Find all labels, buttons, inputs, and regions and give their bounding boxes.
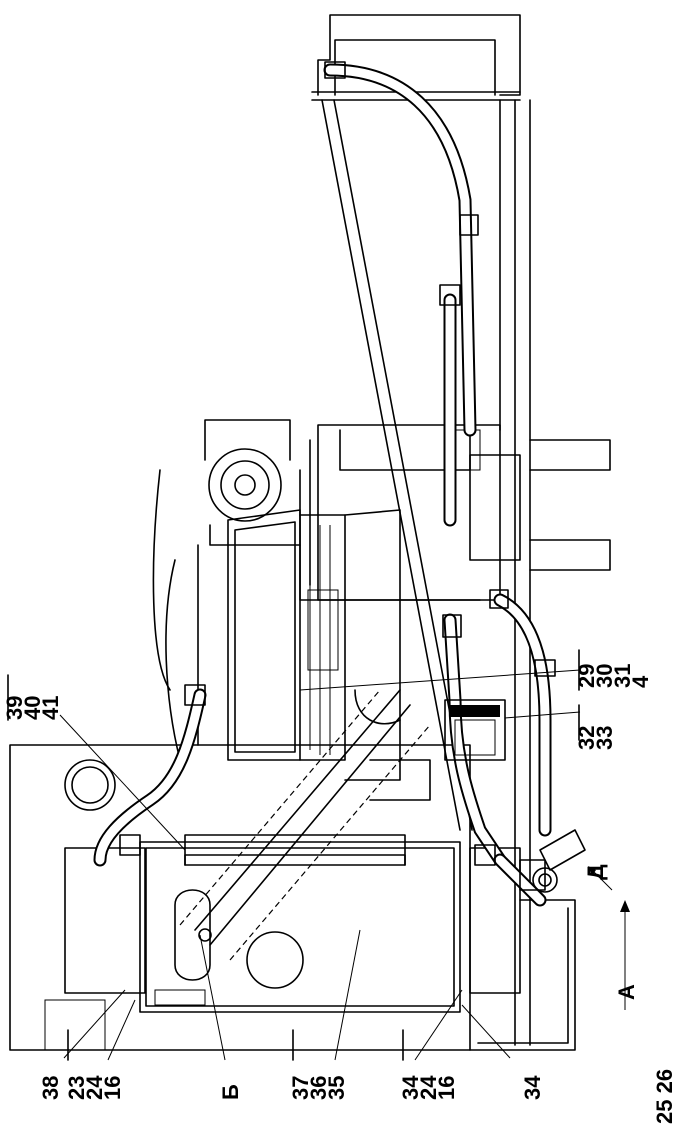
callout-16: 16: [100, 1076, 125, 1100]
callout-b: Б: [218, 1084, 243, 1100]
callout-39: 39: [2, 696, 27, 720]
leader-lines: [59, 669, 626, 1061]
callout-38: 38: [38, 1076, 63, 1100]
coolant-hoses: [93, 63, 552, 907]
callout-31: 31: [610, 664, 635, 688]
callout-16b: 16: [434, 1076, 459, 1100]
callout-25-26: 25 26: [652, 1069, 677, 1124]
hose-clamps: [119, 61, 556, 866]
callout-24b: 24: [416, 1075, 441, 1100]
callout-36: 36: [306, 1076, 331, 1100]
coolant-pump-filter: [444, 699, 506, 761]
view-arrows: [588, 866, 630, 1010]
callout-23: 23: [64, 1076, 89, 1100]
callout-34: 34: [520, 1075, 545, 1100]
callout-37: 37: [288, 1076, 313, 1100]
callout-4: 4: [628, 675, 653, 688]
callout-34a: 34: [398, 1075, 423, 1100]
callout-24: 24: [82, 1075, 107, 1100]
engine-block: [152, 469, 431, 801]
callout-a-arrow: А: [614, 984, 639, 1000]
callout-40: 40: [20, 696, 45, 720]
callout-35: 35: [324, 1076, 349, 1100]
callout-41: 41: [38, 696, 63, 720]
outlet-fittings: [519, 829, 586, 893]
callout-d-arrow: Д: [583, 864, 608, 880]
callout-33: 33: [592, 726, 617, 750]
callout-30: 30: [592, 664, 617, 688]
turbocharger: [204, 419, 301, 546]
callout-labels: 38 23 24 16 Б 37 36 35 34 24 16 34 А 25 …: [2, 664, 677, 1124]
callout-bars: [7, 649, 580, 1061]
radiator: [9, 744, 576, 1051]
callout-32: 32: [574, 726, 599, 750]
callout-29: 29: [574, 664, 599, 688]
fan-drive-shaft: [179, 689, 431, 961]
